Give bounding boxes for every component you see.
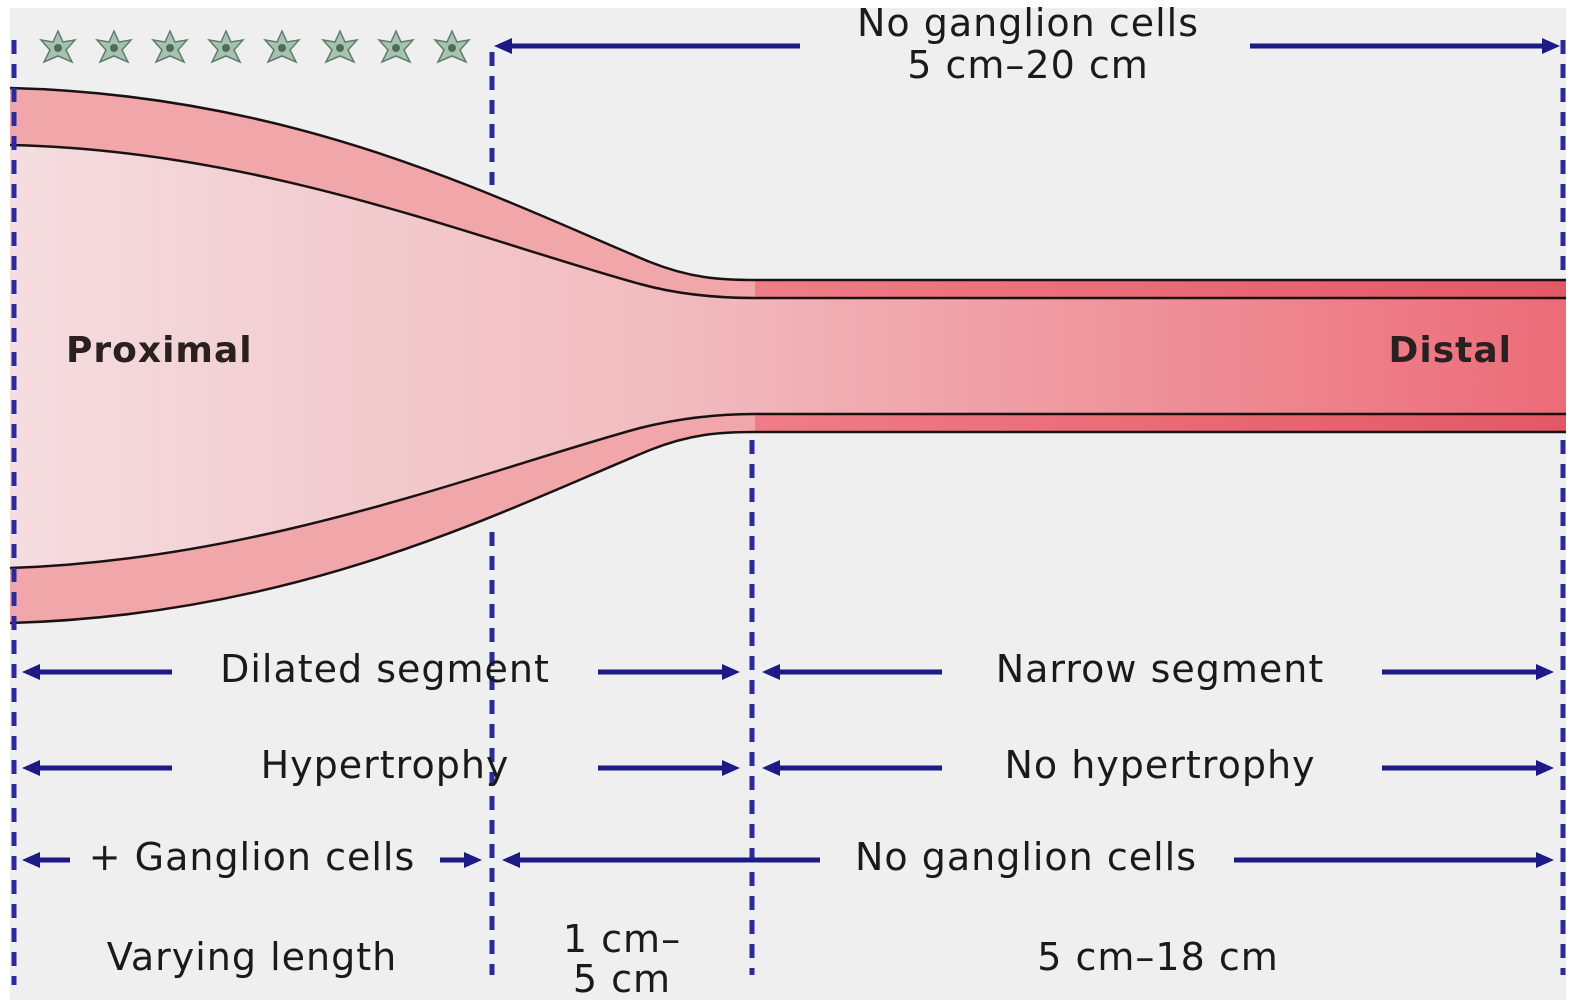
proximal-label: Proximal	[66, 330, 253, 371]
narrow-segment-label: Narrow segment	[996, 647, 1325, 691]
top-label-line1: No ganglion cells	[857, 1, 1199, 45]
dilated-segment-label: Dilated segment	[220, 647, 550, 691]
no-hypertrophy-label: No hypertrophy	[1004, 743, 1315, 787]
narrow-length-label: 5 cm–18 cm	[1037, 935, 1279, 979]
no-ganglion-label: No ganglion cells	[855, 835, 1197, 879]
transition-length-line1: 1 cm–	[563, 917, 681, 961]
transition-length-line2: 5 cm	[573, 957, 671, 1001]
plus-ganglion-label: + Ganglion cells	[89, 835, 416, 879]
varying-length-label: Varying length	[107, 935, 397, 979]
top-label-line2: 5 cm–20 cm	[907, 43, 1149, 87]
hypertrophy-label: Hypertrophy	[261, 743, 510, 787]
distal-label: Distal	[1389, 330, 1513, 371]
